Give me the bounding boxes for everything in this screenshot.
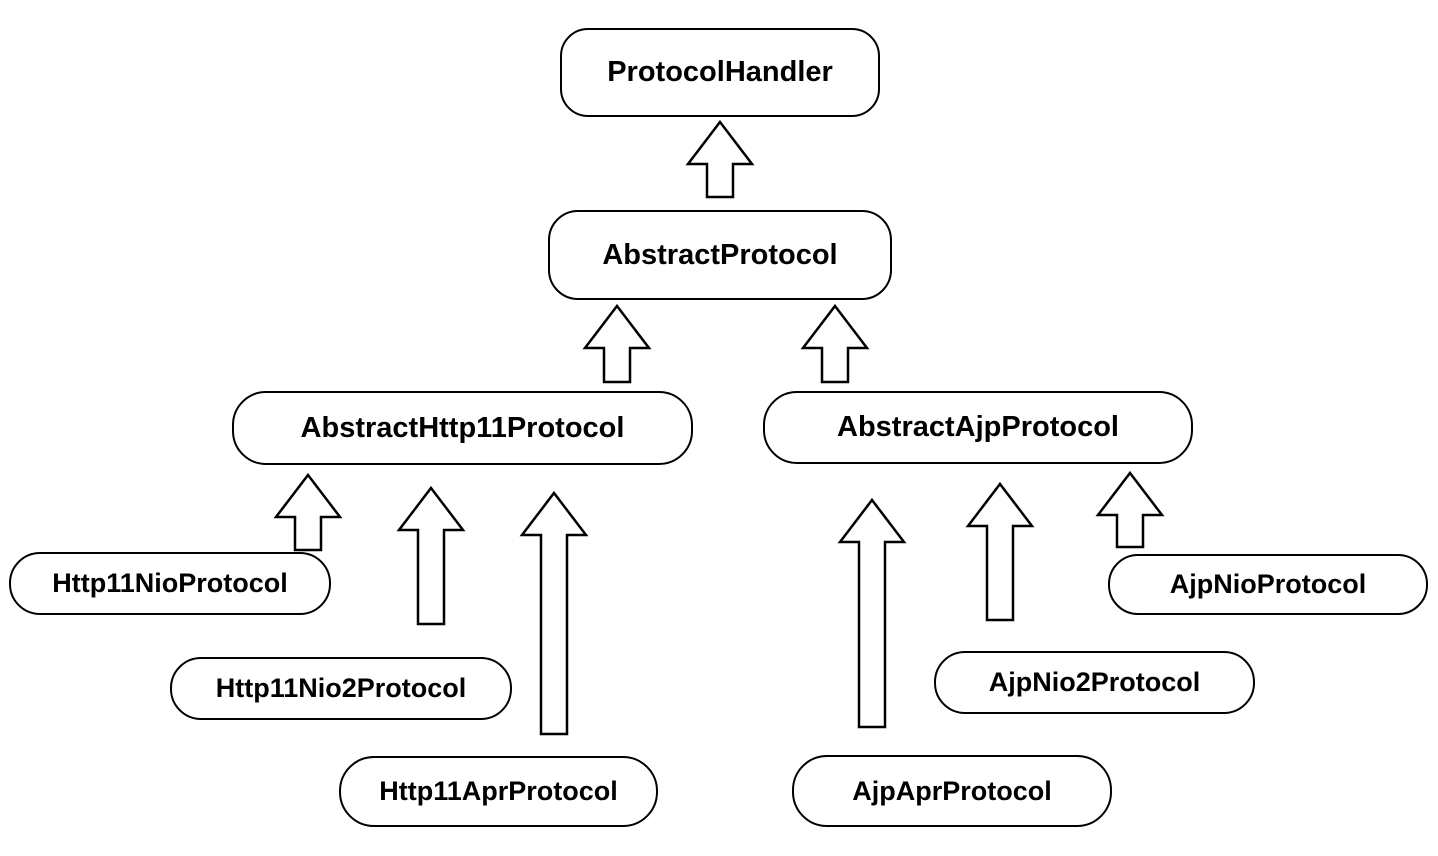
node-abstract-ajp-protocol: AbstractAjpProtocol — [763, 391, 1193, 464]
inheritance-arrow-http11apr-to-abstracthttp11 — [519, 490, 589, 736]
node-label: AjpNioProtocol — [1169, 569, 1367, 599]
node-http11-nio-protocol: Http11NioProtocol — [9, 552, 331, 615]
node-abstract-http11-protocol: AbstractHttp11Protocol — [232, 391, 693, 465]
node-label: AbstractAjpProtocol — [837, 411, 1119, 443]
node-protocol-handler: ProtocolHandler — [560, 28, 880, 117]
node-label: Http11AprProtocol — [379, 776, 618, 806]
inheritance-arrow-abstractprotocol-to-protocolhandler — [685, 119, 755, 199]
node-abstract-protocol: AbstractProtocol — [548, 210, 892, 300]
inheritance-arrow-ajpapr-to-abstractajp — [837, 497, 907, 729]
inheritance-arrow-abstractajp-to-abstractprotocol — [800, 303, 870, 384]
node-label: Http11NioProtocol — [52, 568, 288, 598]
node-label: AbstractHttp11Protocol — [300, 411, 625, 444]
inheritance-arrow-http11nio2-to-abstracthttp11 — [396, 485, 466, 626]
node-label: AjpNio2Protocol — [988, 667, 1201, 697]
inheritance-arrow-http11nio-to-abstracthttp11 — [273, 472, 343, 552]
node-label: AbstractProtocol — [602, 238, 838, 271]
node-http11-apr-protocol: Http11AprProtocol — [339, 756, 658, 827]
inheritance-arrow-ajpnio-to-abstractajp — [1095, 470, 1165, 549]
node-label: AjpAprProtocol — [852, 775, 1052, 806]
node-ajp-apr-protocol: AjpAprProtocol — [792, 755, 1112, 827]
inheritance-arrow-abstracthttp11-to-abstractprotocol — [582, 303, 652, 384]
node-ajp-nio-protocol: AjpNioProtocol — [1108, 554, 1428, 615]
inheritance-arrow-ajpnio2-to-abstractajp — [965, 481, 1035, 622]
node-label: ProtocolHandler — [607, 56, 833, 88]
node-ajp-nio2-protocol: AjpNio2Protocol — [934, 651, 1255, 714]
node-http11-nio2-protocol: Http11Nio2Protocol — [170, 657, 512, 720]
node-label: Http11Nio2Protocol — [215, 673, 467, 703]
